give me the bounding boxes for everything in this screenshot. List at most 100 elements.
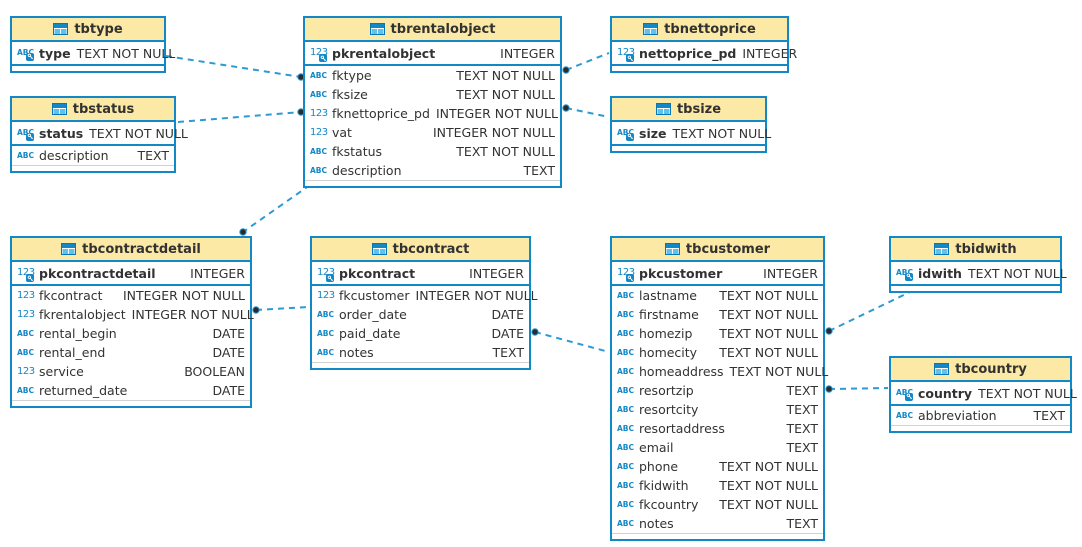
- column-name: resortcity: [639, 402, 699, 417]
- relationship-tbstatus-tbrentalobject[interactable]: [177, 111, 302, 123]
- table-header[interactable]: tbcustomer: [612, 238, 823, 262]
- table-footer: [12, 165, 174, 171]
- table-header[interactable]: tbcontract: [312, 238, 529, 262]
- column-type: DATE: [212, 326, 245, 341]
- column-row-status[interactable]: ABCstatusTEXT NOT NULL: [12, 122, 188, 146]
- relationship-tbcontract-tbcustomer[interactable]: [534, 331, 610, 353]
- relationship-tbrentalobject-tbcontractdetail[interactable]: [242, 184, 311, 233]
- table-footer: [12, 66, 164, 71]
- relationship-tbcustomer-tbcountry[interactable]: [828, 387, 889, 390]
- table-header[interactable]: tbrentalobject: [305, 18, 560, 42]
- column-name: type: [39, 45, 71, 61]
- relationship-tbcontractdetail-tbcontract[interactable]: [255, 306, 310, 311]
- table-tbsize[interactable]: tbsizeABCsizeTEXT NOT NULL: [610, 96, 771, 153]
- relationship-tbcustomer-tbidwith[interactable]: [828, 290, 913, 332]
- 123-glyph: 123: [317, 289, 335, 301]
- abc-glyph: ABC: [896, 410, 914, 420]
- column-type: TEXT NOT NULL: [719, 345, 818, 360]
- table-header[interactable]: tbtype: [12, 18, 164, 42]
- relationship-tbrentalobject-tbsize[interactable]: [565, 107, 610, 118]
- column-type: TEXT NOT NULL: [719, 288, 818, 303]
- column-name: description: [332, 163, 402, 178]
- column-row-idwith[interactable]: ABCidwithTEXT NOT NULL: [891, 262, 1067, 286]
- table-icon: [371, 243, 387, 255]
- table-tbstatus[interactable]: tbstatusABCstatusTEXT NOT NULLABCdescrip…: [10, 96, 188, 173]
- numeric-type-icon: 123: [310, 126, 332, 138]
- column-row-country[interactable]: ABCcountryTEXT NOT NULL: [891, 382, 1077, 406]
- column-row-size[interactable]: ABCsizeTEXT NOT NULL: [612, 122, 771, 146]
- text-type-icon: ABC: [310, 148, 332, 156]
- table-header[interactable]: tbsize: [612, 98, 765, 122]
- column-name: homecity: [639, 345, 698, 360]
- relationship-endpoint-dot: [562, 104, 570, 112]
- 123-glyph: 123: [310, 126, 328, 138]
- column-type: TEXT NOT NULL: [76, 45, 176, 61]
- table-header[interactable]: tbidwith: [891, 238, 1060, 262]
- table-tbcountry[interactable]: tbcountryABCcountryTEXT NOT NULL ABC abbre…: [889, 356, 1077, 433]
- numeric-type-icon: 123: [17, 366, 39, 377]
- table-header[interactable]: tbstatus: [12, 98, 174, 122]
- column-name: notes: [639, 516, 674, 531]
- text-type-icon: ABC: [17, 387, 39, 395]
- table-name: tbcontract: [392, 241, 470, 257]
- table-header[interactable]: tbnettoprice: [612, 18, 787, 42]
- column-name: abbreviation: [918, 408, 997, 423]
- table-tbtype[interactable]: tbtypeABCtypeTEXT NOT NULL: [10, 16, 175, 73]
- column-type: TEXT NOT NULL: [456, 144, 555, 159]
- table-header[interactable]: tbcontractdetail: [12, 238, 250, 262]
- table-header[interactable]: tbcountry: [891, 358, 1070, 382]
- 123-glyph: 123: [310, 107, 328, 119]
- column-type: TEXT: [786, 421, 818, 436]
- text-type-icon: ABC: [317, 349, 339, 357]
- 123-glyph: 123: [17, 289, 35, 301]
- column-type: TEXT NOT NULL: [719, 497, 818, 512]
- relationship-tbrentalobject-tbnettoprice[interactable]: [565, 52, 610, 71]
- column-type: INTEGER NOT NULL: [435, 106, 558, 121]
- relationship-tbtype-tbrentalobject[interactable]: [165, 55, 302, 78]
- column-row-type[interactable]: ABCtypeTEXT NOT NULL: [12, 42, 175, 66]
- table-tbidwith[interactable]: tbidwithABCidwithTEXT NOT NULL: [889, 236, 1067, 293]
